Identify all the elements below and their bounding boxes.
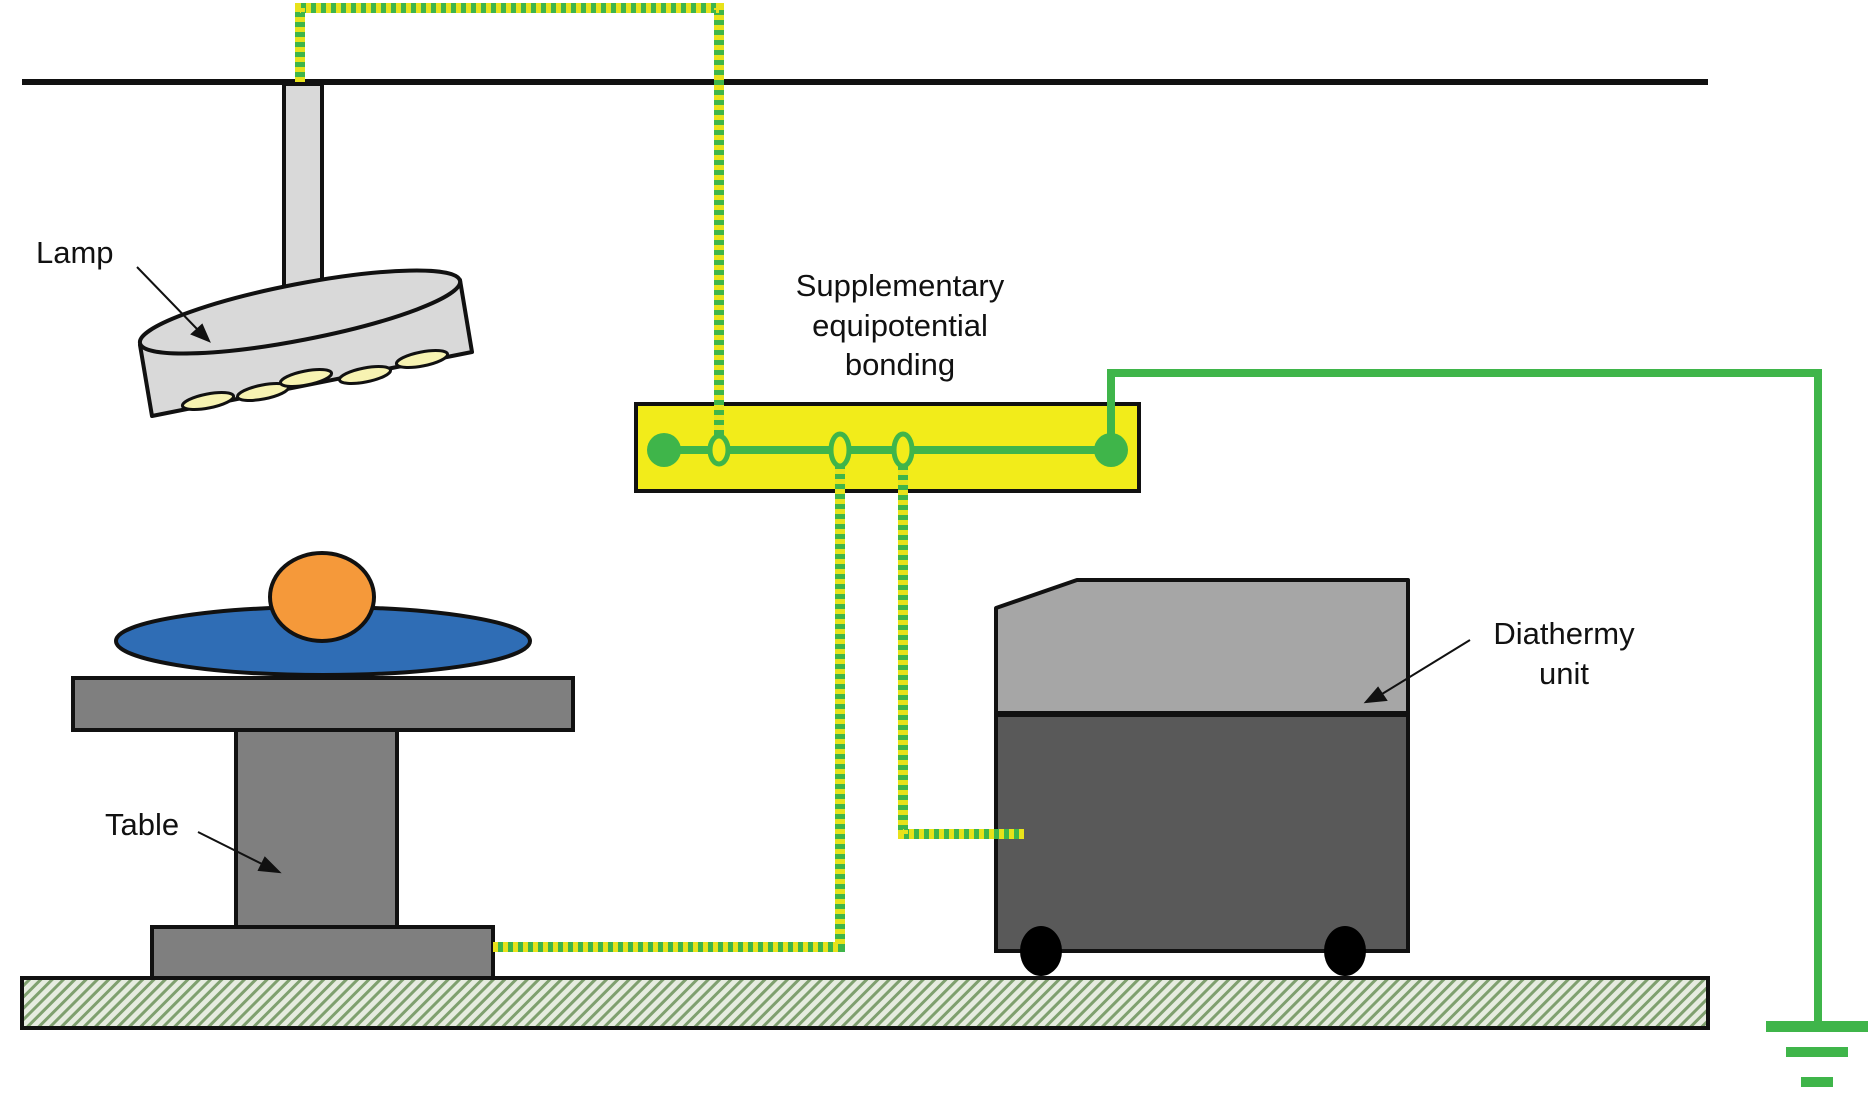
lamp-bulb bbox=[394, 349, 450, 369]
ground-bar-3 bbox=[1801, 1077, 1833, 1087]
table-leader-line bbox=[197, 831, 263, 865]
diathermy-leader-arrowhead bbox=[1363, 686, 1388, 704]
table-column bbox=[234, 726, 399, 929]
bonding-label-line2: equipotential bbox=[812, 308, 988, 343]
busbar-terminal-right bbox=[1094, 433, 1128, 467]
bonding-label-line1: Supplementary bbox=[796, 268, 1005, 303]
bonding-conductors bbox=[295, 3, 1024, 952]
ground-bar-1 bbox=[1766, 1021, 1868, 1032]
earth-conductor bbox=[1107, 369, 1822, 1025]
floor bbox=[20, 976, 1710, 1030]
table-bonding-wire bbox=[493, 450, 845, 952]
lamp-bulb bbox=[180, 391, 236, 411]
table-label: Table bbox=[105, 807, 179, 842]
diathermy-leader-line bbox=[1381, 639, 1471, 695]
lamp-bulb bbox=[337, 365, 393, 385]
lamp-arm bbox=[282, 82, 324, 308]
diathermy-wheel-left bbox=[1020, 926, 1062, 976]
busbar-connection-table bbox=[828, 431, 852, 469]
diathermy-unit bbox=[994, 578, 1410, 976]
operating-table bbox=[71, 551, 575, 980]
lamp-leader-line bbox=[136, 266, 199, 331]
ground-bar-2 bbox=[1786, 1047, 1848, 1057]
busbar-connection-diathermy bbox=[891, 431, 915, 469]
lamp-bulb bbox=[278, 368, 334, 388]
busbar-terminal-left bbox=[647, 433, 681, 467]
lamp-leader-arrowhead bbox=[190, 323, 211, 343]
table-leader-arrowhead bbox=[257, 856, 282, 874]
lamp-bulbs bbox=[180, 349, 450, 411]
lamp-top-rim bbox=[137, 268, 463, 356]
lamp bbox=[137, 82, 474, 418]
lamp-bonding-wire-stripe bbox=[295, 3, 724, 450]
earth-ground-symbol bbox=[1766, 1021, 1868, 1087]
leader-lines bbox=[136, 266, 1471, 874]
diathermy-unit-body bbox=[994, 713, 1410, 953]
diathermy-label-line1: Diathermy bbox=[1493, 616, 1635, 651]
diathermy-bonding-wire-stripe bbox=[898, 450, 1024, 839]
diathermy-label-line2: unit bbox=[1539, 656, 1589, 691]
patient-head bbox=[268, 551, 376, 643]
diathermy-unit-top bbox=[994, 578, 1410, 715]
busbar-connection-lamp bbox=[707, 433, 731, 467]
diathermy-wheel-right bbox=[1324, 926, 1366, 976]
lamp-label: Lamp bbox=[36, 235, 114, 270]
bonding-label-line3: bonding bbox=[845, 347, 955, 382]
table-base bbox=[150, 925, 495, 980]
table-top bbox=[71, 676, 575, 732]
